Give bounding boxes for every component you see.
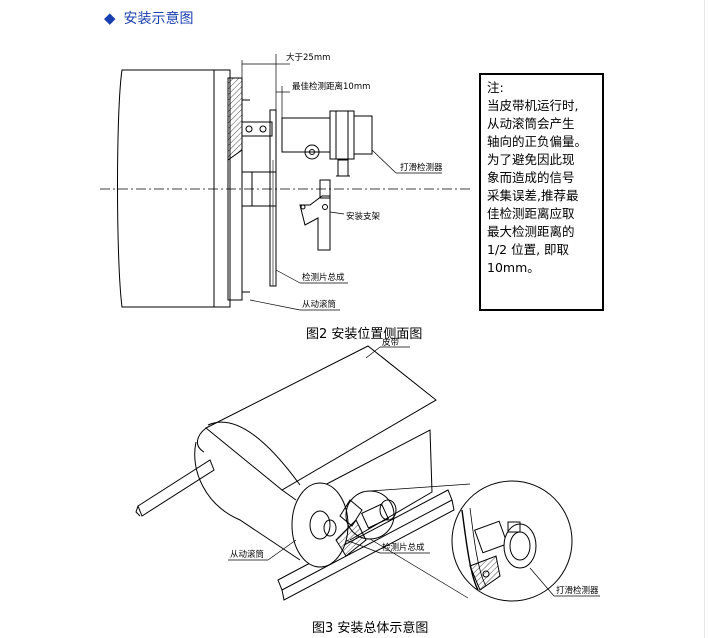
label-roller-fig2: 从动滚筒: [302, 299, 336, 310]
note-line: 象而造成的信号: [487, 170, 575, 185]
frame-rail-left: [137, 459, 215, 517]
sensor-body: [281, 117, 331, 153]
belt-surface: [205, 345, 437, 491]
section-title: 安装示意图: [123, 11, 194, 27]
diamond-bullet-icon: ◆: [104, 9, 116, 27]
figure2-caption: 图2 安装位置侧面图: [306, 327, 423, 342]
section-header: ◆ 安装示意图: [104, 8, 194, 28]
note-box: 注: 当皮带机运行时, 从动滚筒会产生 轴向的正负偏量。 为了避免因此现 象而造…: [479, 73, 604, 311]
label-plate-fig3: 检测片总成: [382, 542, 425, 553]
roller-drum-end: [291, 482, 349, 568]
label-sensor-fig3: 打滑检测器: [556, 585, 599, 596]
label-dim-10: 最佳检测距离10mm: [292, 81, 370, 92]
note-line: 佳检测距离应取: [487, 206, 575, 221]
label-bracket: 安装支架: [346, 211, 381, 222]
label-sensor-fig2: 打滑检测器: [400, 162, 443, 173]
figure2-drawing: [100, 54, 470, 311]
page-edge-line: [704, 0, 705, 638]
note-line: 当皮带机运行时,: [487, 98, 579, 113]
sensor-magnified: [461, 507, 537, 591]
label-roller-fig3: 从动滚筒: [230, 549, 264, 560]
note-line: 注:: [487, 80, 504, 95]
label-dim-25: 大于25mm: [286, 52, 330, 63]
note-line: 采集误差,推荐最: [487, 188, 579, 203]
note-line: 1/2 位置, 即取: [487, 242, 570, 257]
figure3-drawing: [135, 345, 600, 602]
label-plate-fig2: 检测片总成: [302, 272, 345, 283]
mount-bracket: [299, 195, 331, 251]
roller-body: [117, 69, 231, 308]
note-line: 10mm。: [487, 260, 540, 275]
figure3-caption: 图3 安装总体示意图: [312, 621, 429, 636]
note-line: 为了避免因此现: [487, 152, 575, 167]
note-line: 轴向的正负偏量。: [487, 134, 588, 149]
label-belt: 皮带: [382, 337, 400, 348]
note-line: 从动滚筒会产生: [487, 116, 575, 131]
note-line: 最大检测距离的: [487, 224, 575, 239]
